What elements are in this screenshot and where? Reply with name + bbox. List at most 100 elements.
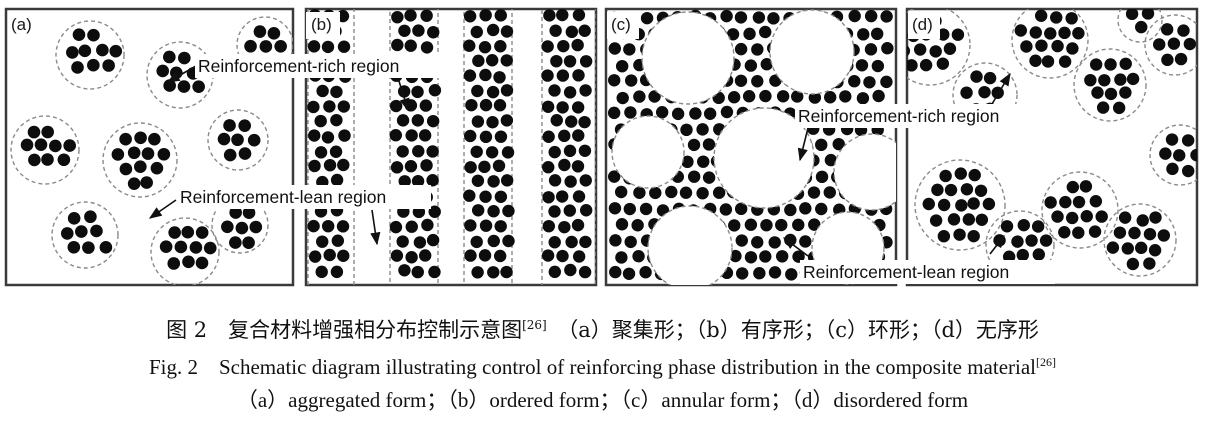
particle <box>792 218 805 232</box>
particle <box>967 197 980 210</box>
particle <box>624 106 637 119</box>
particle <box>470 25 483 39</box>
rich-zone <box>1117 9 1163 43</box>
particle <box>578 144 592 157</box>
particle <box>398 175 411 188</box>
particle <box>759 89 772 103</box>
lean-zone <box>833 133 896 211</box>
particle <box>253 25 267 38</box>
particle <box>396 145 409 158</box>
particle <box>127 146 141 160</box>
particle <box>937 230 951 243</box>
particle <box>464 219 477 232</box>
particle <box>479 219 493 232</box>
particle <box>479 190 492 203</box>
particle <box>1136 214 1149 227</box>
particle <box>411 265 424 279</box>
particle <box>75 225 88 238</box>
particle <box>244 39 257 53</box>
particle <box>556 101 569 114</box>
particle <box>1016 248 1029 262</box>
particle <box>87 28 100 42</box>
particle <box>413 236 427 249</box>
particle <box>823 91 837 104</box>
particle <box>398 264 411 277</box>
particle <box>336 220 350 233</box>
particle <box>90 224 103 238</box>
particle <box>728 219 741 232</box>
particle <box>259 40 273 53</box>
particle <box>1065 12 1078 25</box>
particle <box>500 54 513 67</box>
particle <box>872 89 885 103</box>
rich-zone <box>51 201 119 269</box>
particle <box>571 38 584 52</box>
particle <box>223 119 236 132</box>
particle <box>1034 9 1048 22</box>
particle <box>639 202 653 216</box>
rich-zone <box>1149 124 1197 186</box>
particle <box>119 162 133 176</box>
particle <box>751 236 764 249</box>
particle <box>203 241 217 255</box>
particle <box>464 129 477 143</box>
particle <box>411 174 425 188</box>
particle <box>960 86 973 99</box>
particle <box>578 24 591 37</box>
particle <box>502 204 515 218</box>
particle <box>1104 87 1118 101</box>
particle <box>463 189 476 202</box>
particle <box>919 58 933 72</box>
particle <box>633 186 646 199</box>
particle <box>41 153 54 166</box>
particle <box>542 161 555 174</box>
rich-zone <box>1041 171 1119 249</box>
particle <box>67 240 81 254</box>
particle <box>1084 73 1097 87</box>
particle <box>182 255 195 269</box>
panel-d-particles <box>907 9 1197 280</box>
particle <box>799 202 812 215</box>
particle <box>665 185 678 199</box>
particle <box>464 161 477 174</box>
particle <box>1095 210 1108 223</box>
particle <box>72 28 86 42</box>
particle <box>471 174 485 188</box>
particle <box>398 24 411 38</box>
particle <box>109 44 123 58</box>
particle <box>235 221 249 235</box>
rich-zone <box>150 217 220 285</box>
particle <box>572 69 585 82</box>
particle <box>156 64 170 78</box>
panel-d: (d) <box>905 7 1199 287</box>
particle <box>487 175 500 188</box>
particle <box>607 170 621 183</box>
particle <box>697 155 710 168</box>
particle <box>726 28 740 41</box>
particle <box>639 265 652 279</box>
arrow-lean-c <box>782 237 809 257</box>
particle <box>776 90 790 103</box>
particle <box>323 158 337 172</box>
particle <box>426 174 439 187</box>
particle <box>1157 229 1171 242</box>
particle <box>563 55 577 68</box>
particle <box>863 76 876 89</box>
rich-zone <box>1073 48 1147 122</box>
particle <box>1039 234 1053 247</box>
particle <box>864 9 878 23</box>
particle <box>1166 162 1179 176</box>
particle <box>337 40 351 53</box>
particle <box>1141 9 1155 20</box>
particle <box>479 130 493 144</box>
particle <box>428 84 442 97</box>
particle <box>931 183 944 197</box>
particle <box>565 235 578 249</box>
particle <box>308 129 321 142</box>
rich-label-ab: Reinforcement-rich region <box>198 56 399 76</box>
particle <box>1183 37 1197 51</box>
schematic-figure: (a) (b) (c) (d) Reinforcement-rich regio… <box>4 7 1199 287</box>
particle <box>315 265 328 279</box>
rich-zone <box>55 20 125 90</box>
particle <box>951 28 965 41</box>
